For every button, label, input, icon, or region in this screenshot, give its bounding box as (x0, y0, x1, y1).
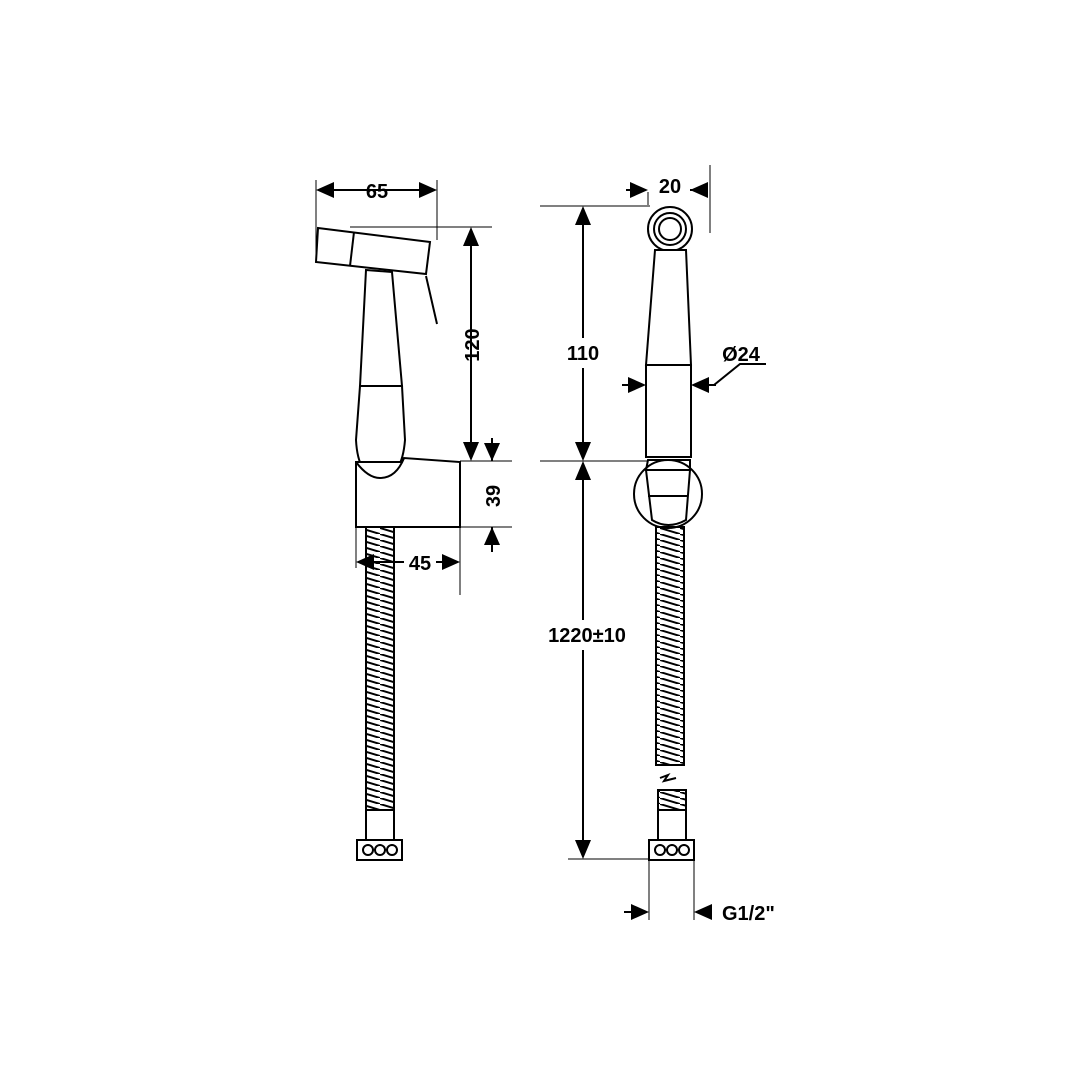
dim-110-label: 110 (567, 343, 599, 365)
hose-fitting (365, 809, 395, 841)
handle-front (644, 249, 693, 366)
dim-120-label: 120 (462, 328, 484, 361)
handle-front-grip (645, 364, 692, 458)
handle-body (358, 268, 404, 387)
dim-45-label: 45 (409, 553, 431, 575)
wall-holder (355, 456, 461, 528)
hose-fitting-front (657, 809, 687, 841)
dim-thread-label: G1/2" (722, 903, 775, 925)
dim-39-label: 39 (483, 485, 505, 507)
spray-head (314, 226, 432, 276)
side-view: 65 120 39 45 (314, 180, 512, 861)
trigger-lever (425, 275, 438, 325)
dim-hose-length-label: 1220±10 (548, 625, 626, 647)
dim-65-label: 65 (366, 181, 388, 203)
front-view: 20 110 Ø24 1220±10 G1/2" (540, 165, 775, 925)
dim-20-label: 20 (659, 176, 681, 198)
dim-diameter-24-label: Ø24 (722, 344, 761, 366)
hose-front (655, 526, 685, 766)
holder-cone (644, 459, 691, 471)
hose (365, 526, 395, 811)
